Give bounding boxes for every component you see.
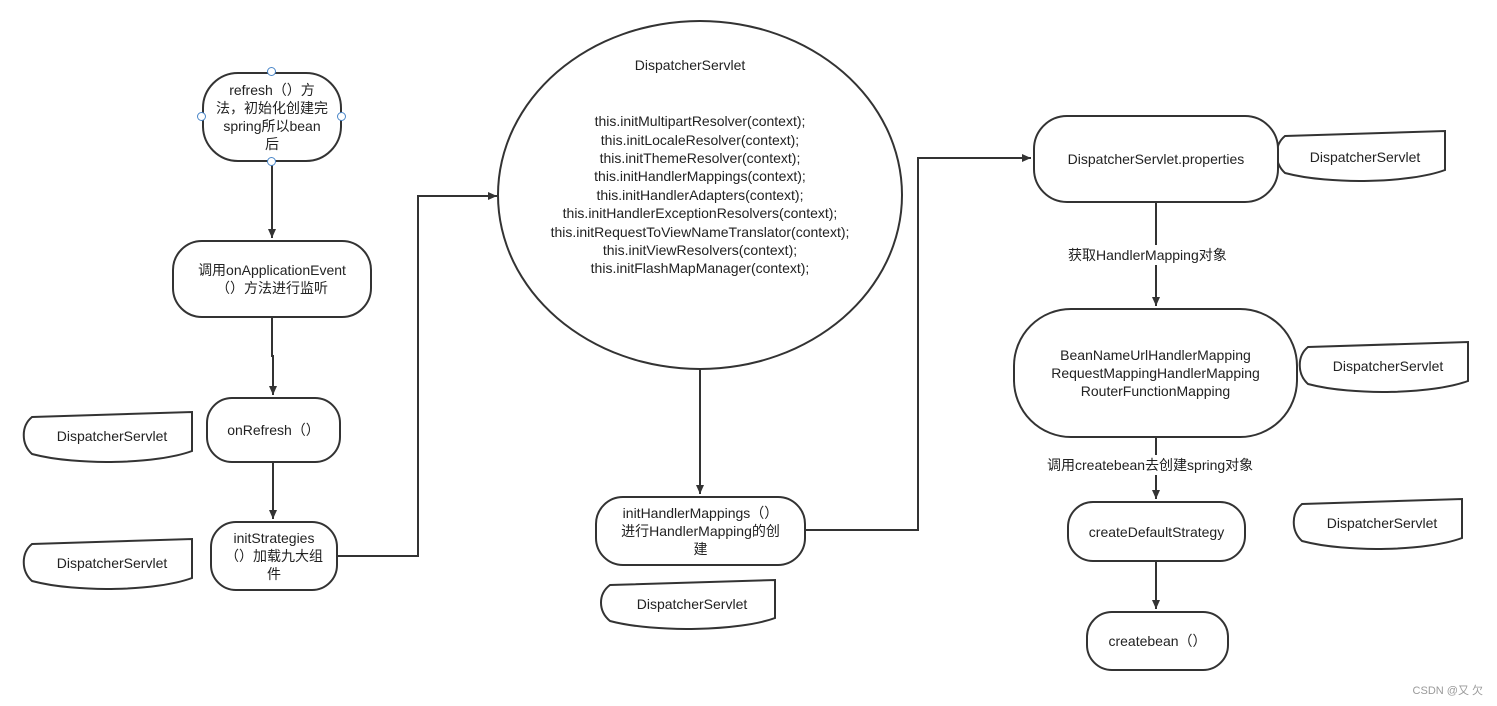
note-dispatcher-servlet-7: DispatcherServlet: [636, 596, 748, 612]
selection-handle-left[interactable]: [197, 112, 206, 121]
selection-handle-bottom[interactable]: [267, 157, 276, 166]
note-shape-7: [600, 578, 776, 630]
edge-label-get-handler-mapping: 获取HandlerMapping对象: [1066, 245, 1229, 265]
note-shape-6: [1292, 497, 1463, 550]
node-create-default-strategy[interactable]: createDefaultStrategy: [1067, 501, 1246, 562]
note-dispatcher-servlet-2: DispatcherServlet: [1309, 149, 1421, 165]
edge-inithandlermappings-to-properties: [806, 154, 1031, 531]
node-init-strategies[interactable]: initStrategies （）加载九大组 件: [210, 521, 338, 591]
selection-handle-top[interactable]: [267, 67, 276, 76]
node-on-refresh[interactable]: onRefresh（）: [206, 397, 341, 463]
watermark: CSDN @又 欠: [1412, 685, 1483, 697]
note-dispatcher-servlet-4: DispatcherServlet: [56, 428, 168, 444]
note-dispatcher-servlet-6: DispatcherServlet: [1326, 515, 1438, 531]
node-dispatcher-properties[interactable]: DispatcherServlet.properties: [1033, 115, 1279, 203]
node-on-application-event[interactable]: 调用onApplicationEvent （）方法进行监听: [172, 240, 372, 318]
node-handler-mapping-list[interactable]: BeanNameUrlHandlerMapping RequestMapping…: [1013, 308, 1298, 438]
note-dispatcher-servlet-3: DispatcherServlet: [1332, 358, 1444, 374]
node-createbean[interactable]: createbean（）: [1086, 611, 1229, 671]
note-dispatcher-servlet-1: DispatcherServlet: [634, 57, 746, 73]
note-shape-3: [1298, 340, 1469, 393]
edge-initstrategies-to-methods: [338, 192, 497, 557]
selection-handle-right[interactable]: [337, 112, 346, 121]
note-dispatcher-servlet-5: DispatcherServlet: [56, 555, 168, 571]
node-init-handler-mappings[interactable]: initHandlerMappings（） 进行HandlerMapping的创…: [595, 496, 806, 566]
node-refresh[interactable]: refresh（）方 法，初始化创建完 spring所以bean 后: [202, 72, 342, 162]
note-shape-5: [22, 537, 193, 590]
node-init-methods[interactable]: this.initMultipartResolver(context); thi…: [497, 20, 903, 370]
edge-event-to-onrefresh: [269, 318, 277, 395]
edge-label-call-createbean: 调用createbean去创建spring对象: [1045, 455, 1256, 475]
note-shape-4: [22, 410, 193, 463]
